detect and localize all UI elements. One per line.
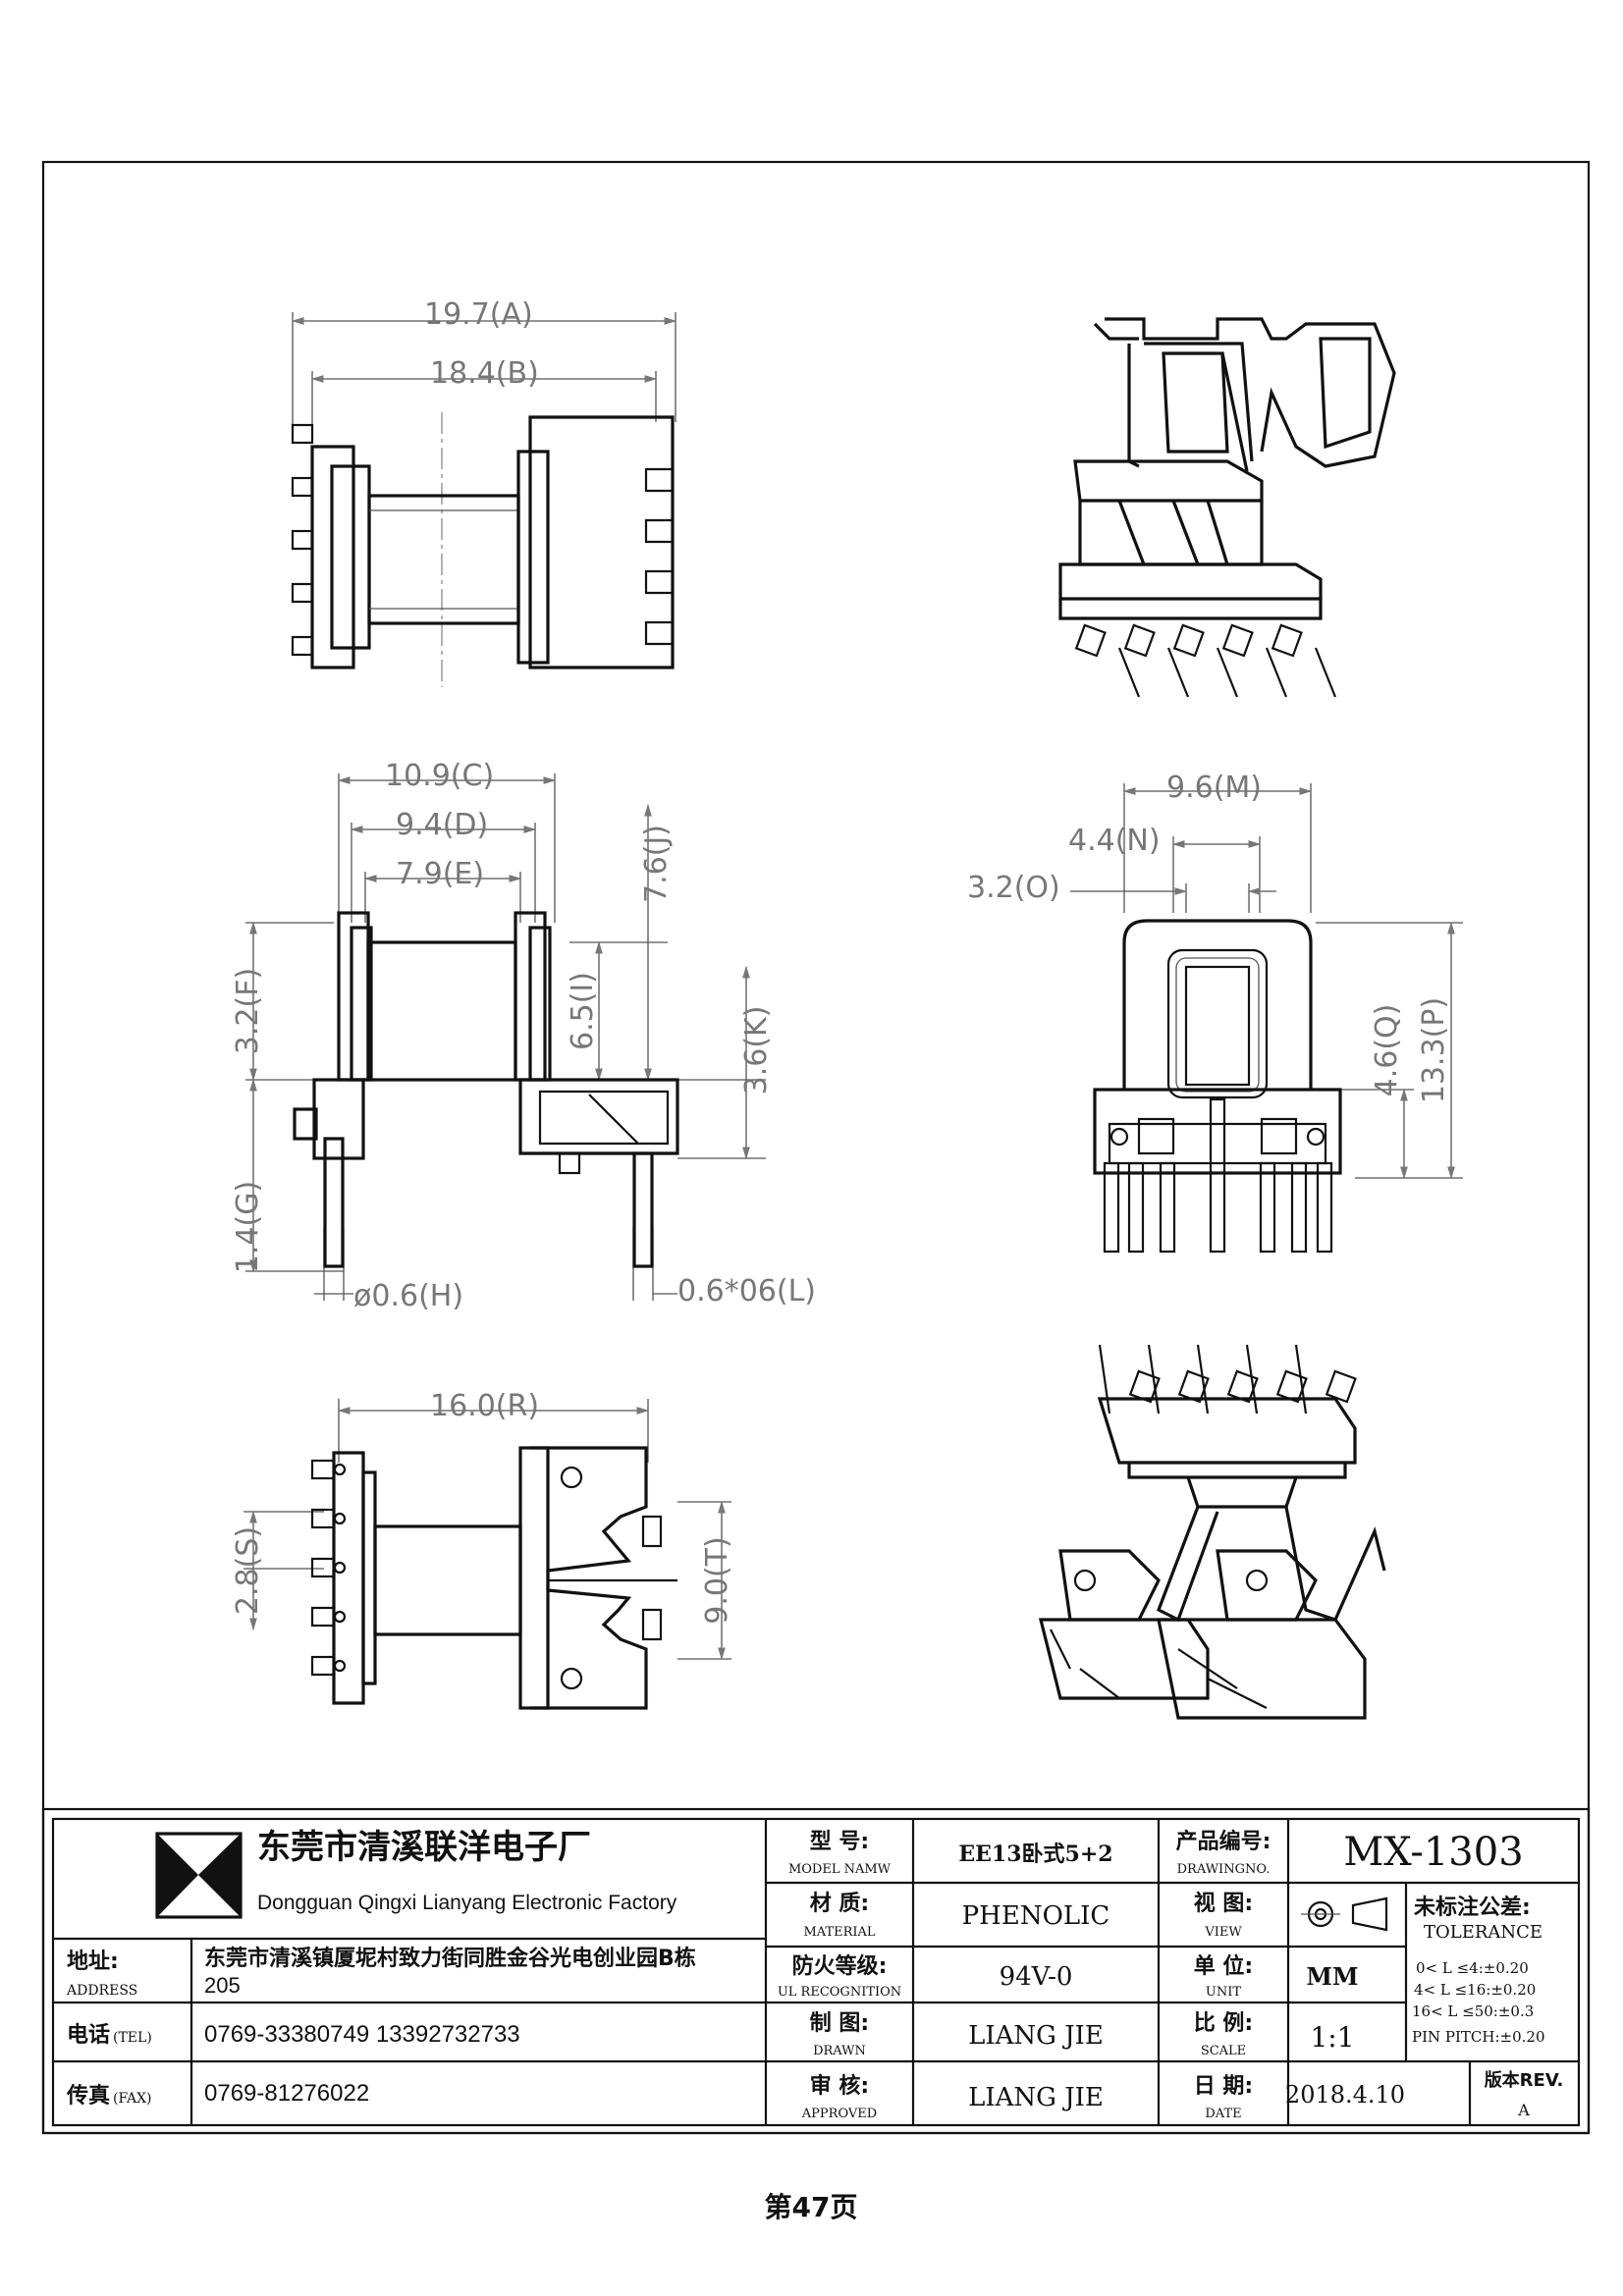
- isometric-view-top: [1058, 317, 1396, 698]
- dim-A-label: 19.7(A): [424, 297, 533, 332]
- drawn-label-en: DRAWN: [813, 2044, 866, 2058]
- drawn-value: LIANG JIE: [968, 2021, 1104, 2051]
- dim-C-label: 10.9(C): [385, 759, 494, 793]
- material-label-en: MATERIAL: [803, 1925, 875, 1940]
- company-name-en: Dongguan Qingxi Lianyang Electronic Fact…: [257, 1892, 677, 1914]
- isometric-view-bottom: [1038, 1344, 1386, 1720]
- model-label-cn: 型 号:: [810, 1830, 869, 1854]
- date-label-cn: 日 期:: [1194, 2074, 1253, 2099]
- unit-label-en: UNIT: [1206, 1985, 1241, 2000]
- unit-label-cn: 单 位:: [1194, 1953, 1253, 1979]
- dim-L-label: 0.6*06(L): [677, 1274, 816, 1308]
- dim-F-label: 3.2(F): [231, 968, 265, 1054]
- model-label-en: MODEL NAMW: [788, 1862, 892, 1877]
- title-block: [41, 1807, 1591, 2135]
- dim-K-label: 3.6(K): [739, 1006, 774, 1095]
- model-value: EE13卧式5+2: [958, 1842, 1112, 1867]
- drawn-label-cn: 制 图:: [810, 2011, 869, 2036]
- dim-H-label: ø0.6(H): [353, 1279, 463, 1313]
- approved-value: LIANG JIE: [968, 2083, 1104, 2112]
- fax-label-en: (FAX): [113, 2091, 152, 2107]
- tolerance-line4: PIN PITCH:±0.20: [1412, 2028, 1545, 2046]
- company-name-cn: 东莞市清溪联洋电子厂: [257, 1828, 591, 1867]
- ul-label-en: UL RECOGNITION: [778, 1985, 901, 2000]
- address-line2: 205: [204, 1973, 241, 1998]
- dim-J-label: 7.6(J): [639, 825, 674, 903]
- address-line1: 东莞市清溪镇厦坭村致力街同胜金谷光电创业园B栋: [204, 1946, 696, 1971]
- dim-B-label: 18.4(B): [430, 356, 539, 391]
- rev-value: A: [1517, 2101, 1530, 2119]
- side-view-drawing: [245, 774, 766, 1301]
- dim-T-label: 9.0(T): [700, 1536, 734, 1624]
- fax-label-cn: 传真: [66, 2083, 110, 2109]
- phone-value: 0769-33380749 13392732733: [204, 2021, 520, 2048]
- address-label-en: ADDRESS: [66, 1983, 137, 1999]
- phone-label-en: (TEL): [113, 2030, 152, 2046]
- drawing-no-value: MX-1303: [1343, 1830, 1523, 1875]
- bottom-view-drawing: [243, 1399, 731, 1710]
- view-label-cn: 视 图:: [1194, 1891, 1253, 1916]
- fax-value: 0769-81276022: [204, 2080, 369, 2107]
- top-view-drawing: [291, 312, 677, 687]
- drawing-no-label-en: DRAWINGNO.: [1177, 1862, 1271, 1877]
- view-label-en: VIEW: [1204, 1925, 1242, 1940]
- page-footer: 第47页: [765, 2191, 858, 2223]
- dim-Q-label: 4.6(Q): [1370, 1004, 1404, 1097]
- date-value: 2018.4.10: [1285, 2081, 1405, 2109]
- dim-E-label: 7.9(E): [396, 857, 484, 891]
- dim-N-label: 4.4(N): [1068, 824, 1161, 858]
- dim-I-label: 6.5(I): [566, 972, 600, 1050]
- phone-label-cn: 电话: [67, 2023, 110, 2048]
- material-label-cn: 材 质:: [810, 1892, 869, 1916]
- tolerance-line2: 4< L ≤16:±0.20: [1414, 1981, 1536, 1999]
- date-label-en: DATE: [1205, 2107, 1241, 2121]
- dim-M-label: 9.6(M): [1166, 771, 1262, 805]
- dim-O-label: 3.2(O): [967, 871, 1060, 905]
- drawing-no-label-cn: 产品编号:: [1176, 1829, 1271, 1854]
- unit-value: MM: [1306, 1962, 1358, 1991]
- front-view-drawing: [1070, 783, 1463, 1254]
- approved-label-en: APPROVED: [801, 2107, 877, 2121]
- address-label-cn: 地址:: [67, 1949, 119, 1974]
- material-value: PHENOLIC: [962, 1901, 1110, 1931]
- dim-G-label: 1.4(G): [231, 1181, 265, 1273]
- dim-D-label: 9.4(D): [396, 808, 488, 842]
- rev-label: 版本REV.: [1485, 2069, 1564, 2091]
- dim-P-label: 13.3(P): [1417, 997, 1451, 1103]
- tolerance-line1: 0< L ≤4:±0.20: [1416, 1959, 1529, 1977]
- approved-label-cn: 审 核:: [810, 2073, 869, 2099]
- ul-value: 94V-0: [1000, 1962, 1073, 1992]
- tolerance-title-en: TOLERANCE: [1424, 1922, 1542, 1943]
- scale-label-cn: 比 例:: [1194, 2011, 1253, 2036]
- tolerance-title-cn: 未标注公差:: [1414, 1895, 1531, 1920]
- ul-label-cn: 防火等级:: [792, 1953, 888, 1979]
- scale-value: 1:1: [1310, 2021, 1354, 2054]
- dim-R-label: 16.0(R): [430, 1389, 539, 1423]
- dim-S-label: 2.8(S): [231, 1526, 265, 1615]
- scale-label-en: SCALE: [1201, 2044, 1246, 2058]
- tolerance-line3: 16< L ≤50:±0.3: [1412, 2002, 1534, 2020]
